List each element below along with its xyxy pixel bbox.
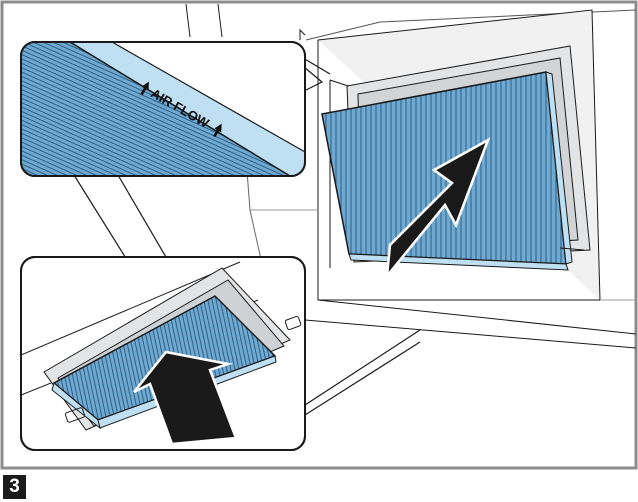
filter-slot-closeup-inset xyxy=(21,257,305,450)
airflow-closeup-inset: AIR FLOW xyxy=(21,42,305,176)
step-number-badge: 3 xyxy=(3,475,26,499)
